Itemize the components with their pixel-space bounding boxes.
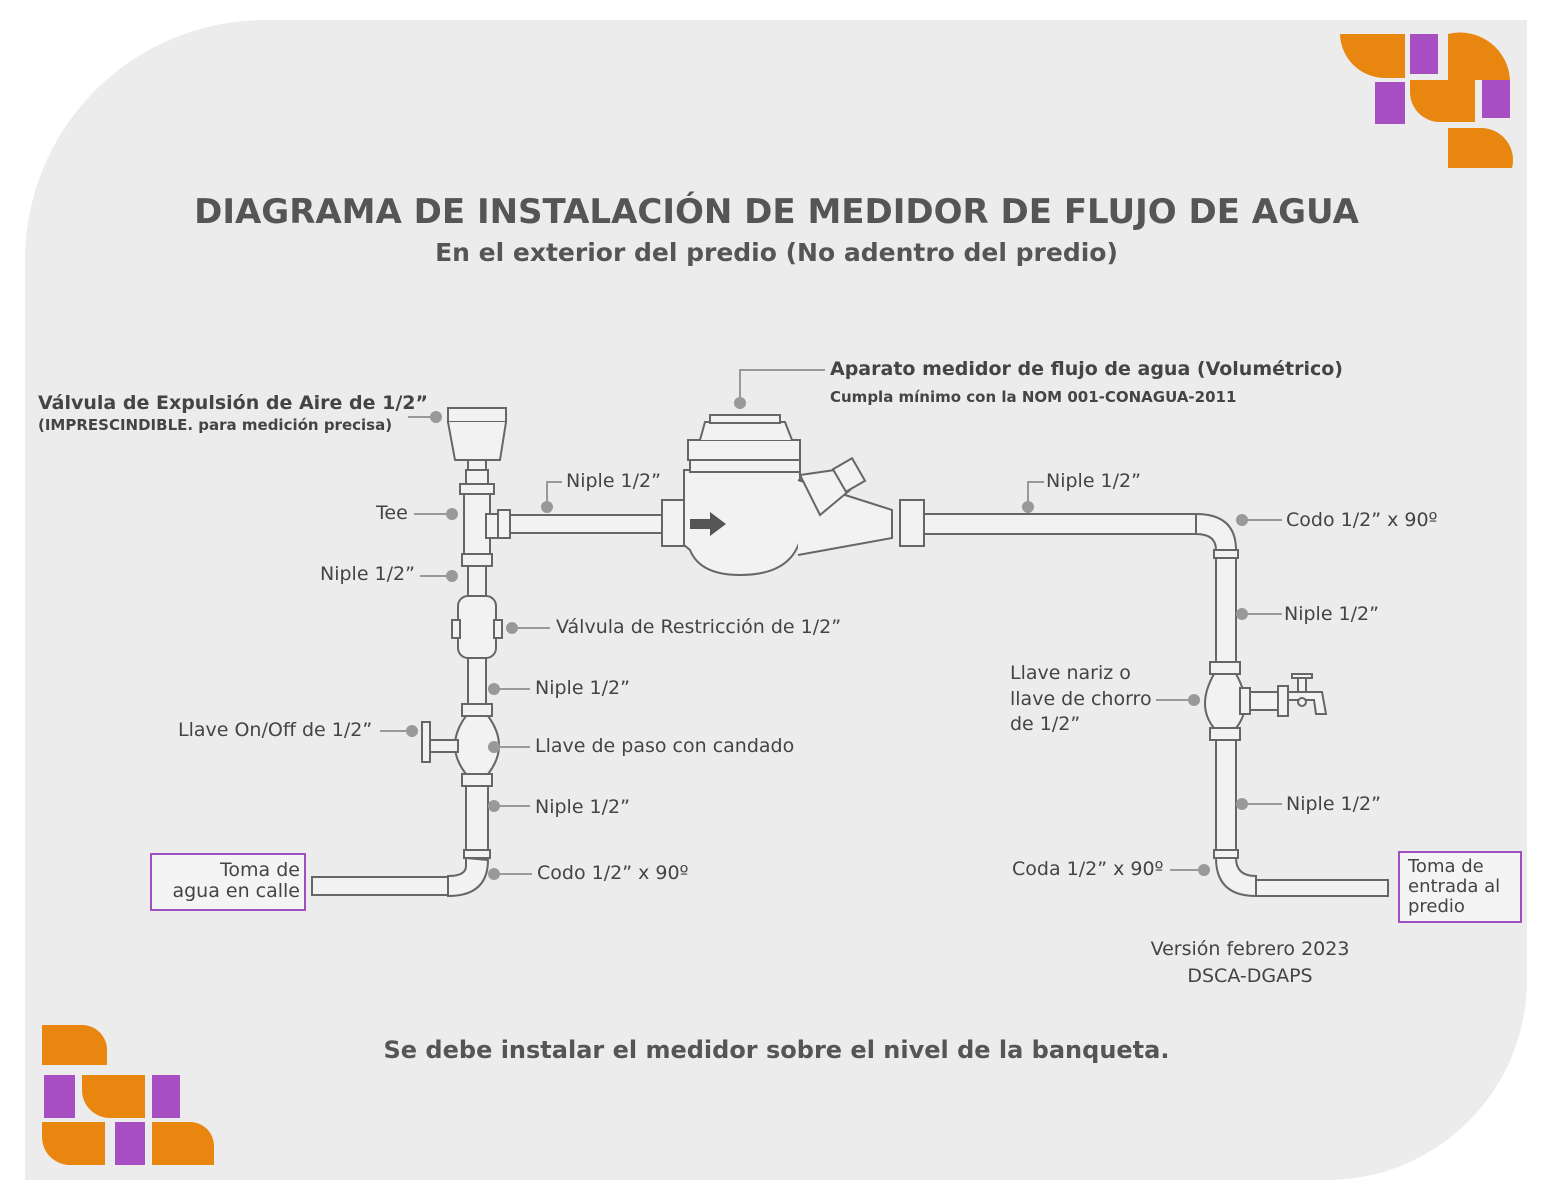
niple-top-right-label: Niple 1/2” — [1046, 470, 1141, 492]
property-intake-box: Toma de entrada al predio — [1398, 851, 1522, 923]
street-intake-box: Toma de agua en calle — [150, 853, 306, 911]
faucet-label-line3: de 1/2” — [1010, 713, 1081, 735]
logo-top-right — [1340, 32, 1514, 168]
restriction-valve-label: Válvula de Restricción de 1/2” — [556, 616, 842, 638]
niple-right-label-2: Niple 1/2” — [1286, 793, 1381, 815]
version-department: DSCA-DGAPS — [1187, 965, 1313, 987]
faucet-label-line2: llave de chorro — [1010, 688, 1152, 710]
piping — [311, 407, 1389, 898]
meter-norm-label: Cumpla mínimo con la NOM 001-CONAGUA-201… — [830, 388, 1237, 406]
tee-label: Tee — [376, 502, 408, 524]
meter-label: Aparato medidor de flujo de agua (Volumé… — [830, 358, 1343, 380]
leader-lines — [380, 369, 1282, 880]
flow-arrow-icon — [690, 512, 726, 536]
version-block: Versión febrero 2023 DSCA-DGAPS — [1130, 936, 1370, 990]
property-intake-line1: Toma de — [1408, 856, 1484, 877]
niple-left-label-1: Niple 1/2” — [320, 563, 415, 585]
elbow-right-top-label: Codo 1/2” x 90º — [1286, 509, 1438, 531]
niple-left-label-3: Niple 1/2” — [535, 796, 630, 818]
property-intake-line3: predio — [1408, 896, 1465, 917]
version-date: Versión febrero 2023 — [1150, 938, 1350, 960]
niple-right-label-1: Niple 1/2” — [1284, 603, 1379, 625]
logo-bottom-left — [42, 1025, 214, 1165]
property-intake-line2: entrada al — [1408, 876, 1501, 897]
faucet-label-line1: Llave nariz o — [1010, 662, 1131, 684]
elbow-right-bottom-label: Coda 1/2” x 90º — [1012, 858, 1164, 880]
footer-note: Se debe instalar el medidor sobre el niv… — [383, 1036, 1170, 1064]
niple-left-label-2: Niple 1/2” — [535, 677, 630, 699]
card-background — [25, 20, 1527, 1180]
street-intake-line2: agua en calle — [172, 880, 300, 902]
page-subtitle: En el exterior del predio (No adentro de… — [435, 238, 1118, 267]
street-intake-line1: Toma de — [220, 859, 300, 881]
air-valve-note: (IMPRESCINDIBLE. para medición precisa) — [38, 416, 393, 434]
air-valve-label: Válvula de Expulsión de Aire de 1/2” — [38, 392, 429, 414]
elbow-left-label: Codo 1/2” x 90º — [537, 862, 689, 884]
gate-valve-label: Llave de paso con candado — [535, 735, 795, 757]
page-title: DIAGRAMA DE INSTALACIÓN DE MEDIDOR DE FL… — [194, 192, 1359, 232]
onoff-valve-label: Llave On/Off de 1/2” — [178, 719, 373, 741]
niple-top-left-label: Niple 1/2” — [566, 470, 661, 492]
